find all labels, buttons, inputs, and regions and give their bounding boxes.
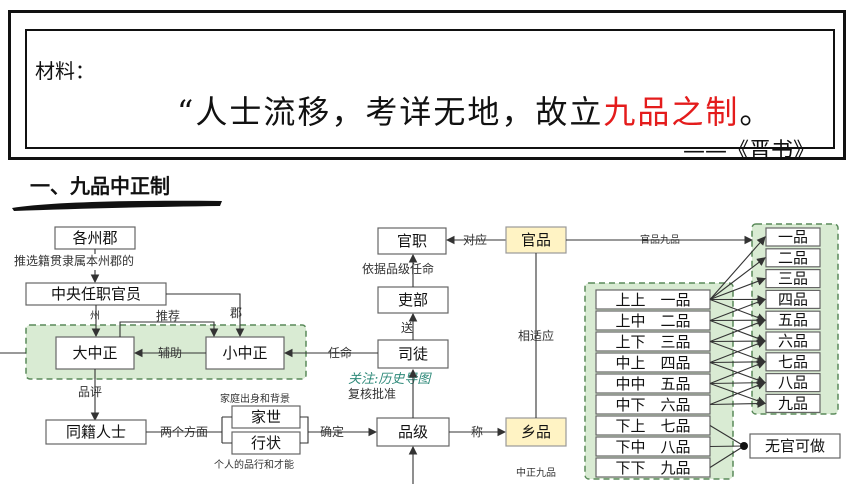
yiju-label: 依据品级任命 bbox=[362, 261, 434, 276]
material-frame: 材料： “人士流移，考详无地，故立九品之制。 ——《晋书》 bbox=[8, 10, 846, 164]
guanpin-level-text: 五品 bbox=[778, 311, 808, 329]
xiangpin-level-text: 下下 九品 bbox=[615, 459, 690, 477]
no-office-line bbox=[709, 425, 745, 447]
zhoujun-text: 各州郡 bbox=[72, 229, 117, 247]
guanpin-level-text: 七品 bbox=[778, 353, 808, 371]
zhongzheng-jiupin-label: 中正九品 bbox=[516, 466, 556, 479]
xiaozhongzheng-text: 小中正 bbox=[222, 344, 267, 362]
xiangpin-level-text: 上上 一品 bbox=[615, 291, 690, 309]
rank-mapping-line bbox=[709, 336, 767, 346]
material-source: ——《晋书》 bbox=[682, 139, 815, 164]
xingzhuang-text: 行状 bbox=[251, 434, 281, 452]
rank-mapping-lines bbox=[709, 236, 767, 468]
tongji-text: 同籍人士 bbox=[66, 423, 126, 441]
wuguan-box bbox=[749, 433, 841, 459]
rank-mapping-line bbox=[709, 277, 767, 301]
pinping-label: 品评 bbox=[78, 385, 102, 399]
dazhongzheng-text: 大中正 bbox=[72, 344, 117, 362]
xiangpin-level-text: 上下 三品 bbox=[615, 333, 690, 351]
guanpin-jiupin-label: 官品九品 bbox=[640, 233, 680, 246]
pinji-text: 品级 bbox=[398, 423, 428, 441]
xiangpin-level-text: 中上 四品 bbox=[615, 354, 690, 372]
xiangpin-level-text: 中中 五品 bbox=[615, 375, 690, 393]
cheng-label: 称 bbox=[471, 425, 483, 439]
rank-mapping-line bbox=[709, 399, 767, 408]
xiangpin-level-text: 中下 六品 bbox=[615, 396, 690, 414]
jun-label: 郡 bbox=[230, 306, 242, 320]
queding-label: 确定 bbox=[320, 424, 344, 439]
zhou-label: 州 bbox=[90, 310, 100, 322]
quote-text-2: 。 bbox=[739, 93, 774, 131]
libu-box bbox=[377, 286, 449, 314]
geren-label: 个人的品行和才能 bbox=[214, 458, 294, 471]
rank-mapping-line bbox=[709, 339, 767, 364]
libu-text: 吏部 bbox=[398, 291, 428, 309]
xiangpin-level-text: 下中 八品 bbox=[615, 438, 690, 456]
guanpin-level-text: 三品 bbox=[778, 270, 808, 288]
wuguan-dot bbox=[740, 442, 748, 450]
no-office-line bbox=[709, 445, 745, 448]
liangge-label: 两个方面 bbox=[160, 424, 208, 439]
rank-mapping-line bbox=[709, 236, 766, 300]
guanpin-level-text: 九品 bbox=[778, 394, 808, 412]
fuhe-label: 复核批准 bbox=[348, 386, 396, 401]
situ-text: 司徒 bbox=[398, 345, 428, 363]
material-label: 材料： bbox=[35, 59, 95, 83]
watermark: 关注:历史导图 bbox=[348, 372, 432, 387]
guanpin-level-box bbox=[765, 248, 821, 268]
brush-underline bbox=[12, 200, 222, 211]
guanpin-level-text: 八品 bbox=[778, 374, 808, 392]
zhongyang-text: 中央任职官员 bbox=[51, 285, 141, 303]
no-office-line bbox=[709, 445, 745, 468]
material-inner-frame: 材料： “人士流移，考详无地，故立九品之制。 ——《晋书》 bbox=[25, 29, 835, 164]
wuguan-text: 无官可做 bbox=[765, 437, 825, 455]
guanpin-level-box bbox=[765, 227, 821, 247]
xiangpin-text: 乡品 bbox=[521, 423, 551, 441]
rank-mapping-line bbox=[709, 357, 767, 367]
rank-mapping-line bbox=[709, 257, 766, 300]
renming-label: 任命 bbox=[328, 345, 352, 360]
rank-mapping-line bbox=[709, 298, 767, 322]
rank-mapping-line bbox=[709, 378, 767, 388]
quote-highlight: 九品之制 bbox=[603, 93, 740, 131]
song-label: 送 bbox=[401, 320, 413, 335]
quote-text-1: “人士流移，考详无地，故立 bbox=[177, 93, 604, 131]
guanzhi-text: 官职 bbox=[397, 232, 427, 250]
rank-mapping-line bbox=[709, 360, 767, 385]
guanpin-level-text: 一品 bbox=[778, 228, 808, 246]
guanpin-level-text: 二品 bbox=[778, 249, 808, 267]
material-quote: “人士流移，考详无地，故立九品之制。 bbox=[177, 87, 773, 133]
xiangshiying-label: 相适应 bbox=[518, 328, 554, 343]
guanpin-level-text: 四品 bbox=[778, 290, 808, 308]
tuijian-label: 推荐 bbox=[156, 309, 180, 323]
guanzhi-box bbox=[377, 227, 447, 255]
rank-mapping-line bbox=[709, 381, 767, 406]
guanpin-level-text: 六品 bbox=[778, 332, 808, 350]
tuixuan-label: 推选籍贯隶属本州郡的 bbox=[14, 253, 134, 268]
jiating-label: 家庭出身和背景 bbox=[220, 392, 290, 405]
nine-rank-diagram: 各州郡 推选籍贯隶属本州郡的 中央任职官员 州 郡 大中正 小中正 推荐 辅助 … bbox=[0, 223, 841, 484]
situ-box bbox=[377, 339, 449, 369]
xiangpin-level-text: 上中 二品 bbox=[615, 312, 690, 330]
jiashi-text: 家世 bbox=[251, 408, 281, 426]
guanpin-text: 官品 bbox=[521, 231, 551, 249]
xiangpin-level-text: 下上 七品 bbox=[615, 417, 690, 435]
duiying-label: 对应 bbox=[463, 232, 487, 247]
fuzhu-label: 辅助 bbox=[158, 346, 182, 360]
section-title: 一、九品中正制 bbox=[30, 174, 170, 198]
rank-mapping-line bbox=[709, 318, 767, 343]
